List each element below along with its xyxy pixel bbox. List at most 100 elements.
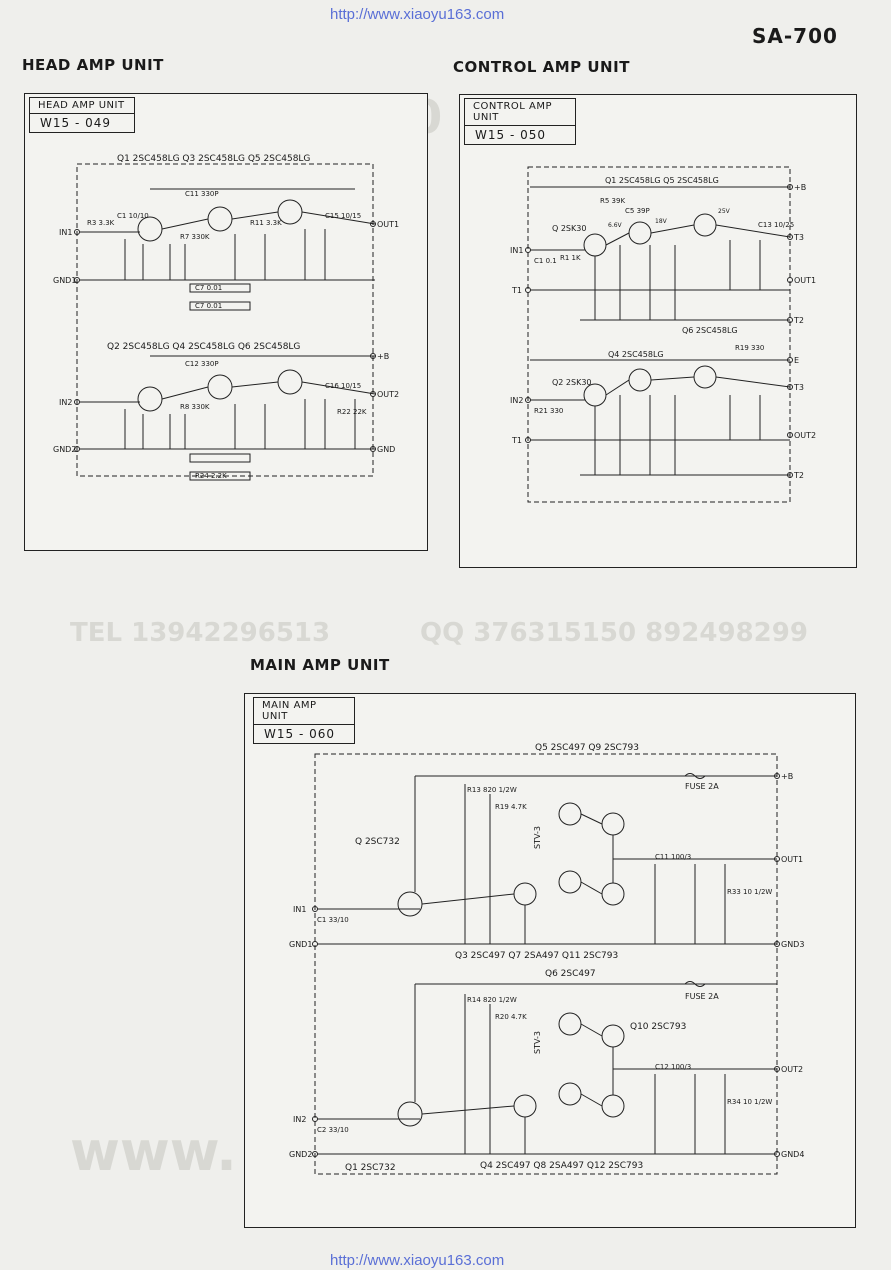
control-v1: 6.6V <box>608 222 623 229</box>
head-term-gnd: GND <box>377 445 395 454</box>
url-bottom[interactable]: http://www.xiaoyu163.com <box>330 1252 505 1269</box>
main-amp-diode2: STV-3 <box>533 1031 542 1054</box>
control-amp-schematic: Q1 2SC458LG Q5 2SC458LG Q 2SK30 Q6 2SC45… <box>510 166 816 503</box>
main-c2-r34: R34 10 1/2W <box>727 1098 772 1106</box>
main-c1-r33: R33 10 1/2W <box>727 888 772 896</box>
main-q5-symbol <box>558 802 582 826</box>
main-q6-symbol <box>558 1012 582 1036</box>
control-q-jfet2-symbol <box>583 383 607 407</box>
head-c2-c16: C16 10/15 <box>325 382 361 390</box>
main-q11-symbol <box>601 882 625 906</box>
control-q5-symbol <box>693 213 717 237</box>
control-term-t1a: T1 <box>511 286 522 295</box>
main-amp-diode1: STV-3 <box>533 826 542 849</box>
control-c13: C13 10/25 <box>758 221 794 229</box>
control-term-in1: IN1 <box>510 246 523 255</box>
main-term-out2: OUT2 <box>781 1065 803 1074</box>
main-q12-symbol <box>601 1094 625 1118</box>
main-amp-schematic: Q5 2SC497 Q9 2SC793 Q 2SC732 Q3 2SC497 Q… <box>289 743 804 1175</box>
main-c1-c1: C1 33/10 <box>317 916 349 924</box>
head-term-in2: IN2 <box>59 398 72 407</box>
head-amp-box-title: HEAD AMP UNIT <box>30 98 134 114</box>
head-q3-symbol <box>207 206 233 232</box>
head-term-in1: IN1 <box>59 228 72 237</box>
main-c2-c14: C12 100/3 <box>655 1063 691 1071</box>
main-amp-bottom-right: Q4 2SC497 Q8 2SA497 Q12 2SC793 <box>480 1161 643 1171</box>
main-term-plusb: +B <box>781 772 793 781</box>
head-term-gnd1: GND1 <box>53 276 76 285</box>
control-term-in2: IN2 <box>510 396 523 405</box>
head-term-gnd2: GND2 <box>53 445 76 454</box>
head-amp-row2-transistors: Q2 2SC458LG Q4 2SC458LG Q6 2SC458LG <box>107 342 300 352</box>
head-c1-r11: R11 3.3K <box>250 219 282 227</box>
main-amp-box-code: W15 - 060 <box>264 727 335 741</box>
model-number: SA-700 <box>752 24 838 48</box>
main-term-gnd2: GND2 <box>289 1150 312 1159</box>
main-q8-symbol <box>558 1082 582 1106</box>
main-q9-symbol <box>601 812 625 836</box>
head-amp-schematic: Q1 2SC458LG Q3 2SC458LG Q5 2SC458LG Q2 2… <box>53 154 399 481</box>
main-amp-q-input1: Q 2SC732 <box>355 837 400 847</box>
main-amp-q10: Q10 2SC793 <box>630 1022 686 1032</box>
head-amp-panel: HEAD AMP UNIT W15 - 049 Q1 2SC458LG Q3 2… <box>24 93 428 551</box>
control-amp-row1-transistors: Q1 2SC458LG Q5 2SC458LG <box>605 176 719 185</box>
head-amp-box-code: W15 - 049 <box>40 116 111 130</box>
head-amp-section-title: HEAD AMP UNIT <box>22 56 164 74</box>
main-c1-r13: R13 820 1/2W <box>467 786 517 794</box>
control-q4-symbol <box>628 368 652 392</box>
main-amp-box-title: MAIN AMP UNIT <box>254 698 354 725</box>
control-term-out2: OUT2 <box>794 431 816 440</box>
control-term-t2a: T2 <box>793 316 804 325</box>
main-q7-symbol <box>558 870 582 894</box>
main-c2-r20: R20 4.7K <box>495 1013 527 1021</box>
main-c2-r14: R14 820 1/2W <box>467 996 517 1004</box>
control-c2: R21 330 <box>534 407 563 415</box>
control-term-t2b: T2 <box>793 471 804 480</box>
control-term-t3a: T3 <box>793 233 804 242</box>
main-term-out1: OUT1 <box>781 855 803 864</box>
main-c1-r19: R19 4.7K <box>495 803 527 811</box>
head-c1-c1: C1 10/10 <box>117 212 149 220</box>
head-c2-c17: R22 22K <box>337 408 367 416</box>
main-q10-symbol <box>601 1024 625 1048</box>
main-c2-c2: C2 33/10 <box>317 1126 349 1134</box>
control-term-out1: OUT1 <box>794 276 816 285</box>
control-amp-section-title: CONTROL AMP UNIT <box>453 58 630 76</box>
control-term-plusb: +B <box>794 183 806 192</box>
head-term-out2: OUT2 <box>377 390 399 399</box>
main-term-in2: IN2 <box>293 1115 306 1124</box>
head-c1-c7: C7 0.01 <box>195 302 222 310</box>
control-amp-panel: CONTROL AMP UNIT W15 - 050 Q1 2SC458LG Q… <box>459 94 857 568</box>
control-q-jfet1-symbol <box>583 233 607 257</box>
control-term-t1b: T1 <box>511 436 522 445</box>
main-q-input1-symbol <box>397 891 423 917</box>
head-q6-symbol <box>277 369 303 395</box>
main-amp-section-title: MAIN AMP UNIT <box>250 656 390 674</box>
head-q2-symbol <box>137 386 163 412</box>
main-q3-symbol <box>513 882 537 906</box>
main-amp-fuse2: FUSE 2A <box>685 992 719 1001</box>
control-q6-symbol <box>693 365 717 389</box>
head-term-out1: OUT1 <box>377 220 399 229</box>
control-amp-dashed-boundary <box>527 166 791 503</box>
watermark-tel: TEL 13942296513 <box>70 618 331 648</box>
head-c1-c15: C15 10/15 <box>325 212 361 220</box>
head-c2-c8: R24 2.2K <box>195 472 227 480</box>
control-c5: C5 39P <box>625 207 650 215</box>
main-amp-bottom-left: Q1 2SC732 <box>345 1163 396 1173</box>
url-top[interactable]: http://www.xiaoyu163.com <box>330 6 505 23</box>
control-term-t3b: T3 <box>793 383 804 392</box>
control-amp-box-title: CONTROL AMP UNIT <box>465 99 575 126</box>
main-amp-label-box: MAIN AMP UNIT W15 - 060 <box>253 697 355 744</box>
main-amp-mid-transistors: Q3 2SC497 Q7 2SA497 Q11 2SC793 <box>455 951 618 961</box>
control-r5: R5 39K <box>600 197 625 205</box>
head-amp-label-box: HEAD AMP UNIT W15 - 049 <box>29 97 135 133</box>
main-q4-symbol <box>513 1094 537 1118</box>
head-c2-r8: R8 330K <box>180 403 210 411</box>
control-v2: 18V <box>655 218 668 225</box>
control-c1: C1 0.1 <box>534 257 557 265</box>
control-v5: 25V <box>718 208 731 215</box>
main-amp-panel: MAIN AMP UNIT W15 - 060 Q5 2SC497 Q9 2SC… <box>244 693 856 1228</box>
main-q1-symbol <box>397 1101 423 1127</box>
head-c1-r19: C7 0.01 <box>195 284 222 292</box>
